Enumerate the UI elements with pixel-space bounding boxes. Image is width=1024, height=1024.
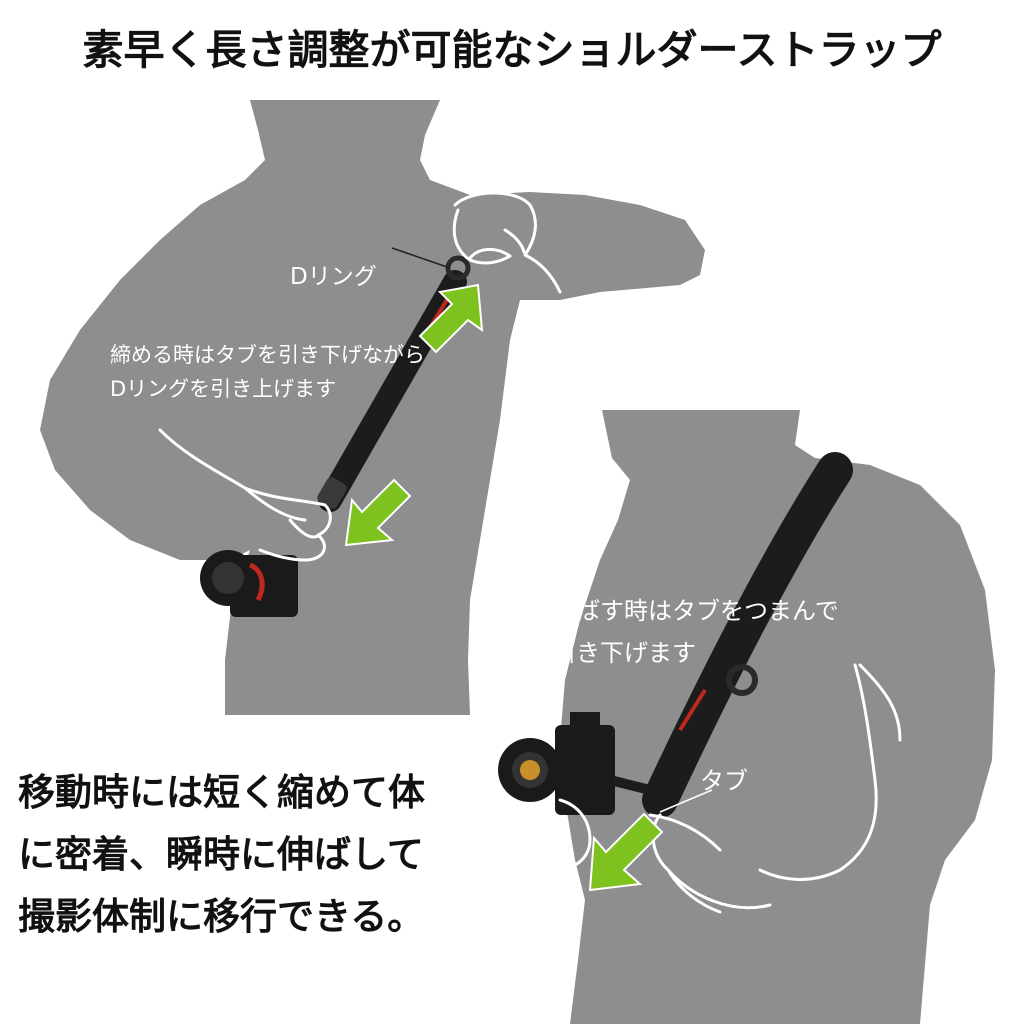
caption-block: 移動時には短く縮めて体 に密着、瞬時に伸ばして 撮影体制に移行できる。 xyxy=(18,762,425,948)
caption-line-1: 移動時には短く縮めて体 xyxy=(18,771,425,814)
arrow-down-icon xyxy=(344,478,412,547)
page-title: 素早く長さ調整が可能なショルダーストラップ xyxy=(82,26,942,74)
caption-line-2: に密着、瞬時に伸ばして xyxy=(18,833,424,876)
tighten-instruction-line2: Dリングを引き上げます xyxy=(110,377,337,401)
arrow-up-icon xyxy=(418,283,484,354)
person-silhouette-right xyxy=(560,410,995,1024)
hand-lower-outline xyxy=(158,428,332,562)
extend-instruction-line1: 伸ばす時はタブをつまんで xyxy=(552,597,839,625)
tighten-instruction-line1: 締める時はタブを引き下げながら xyxy=(110,343,425,367)
extend-instruction-line2: 引き下げます xyxy=(552,639,696,667)
camera-right xyxy=(498,712,615,815)
caption-line-3: 撮影体制に移行できる。 xyxy=(18,895,425,938)
hand-upper-outline xyxy=(452,191,562,294)
arrow-down-right-icon xyxy=(588,812,664,892)
camera-left xyxy=(200,550,298,617)
tab-label: タブ xyxy=(700,767,748,795)
strap-right xyxy=(608,452,853,818)
tab-pointer xyxy=(659,789,713,813)
d-ring-label: Dリング xyxy=(290,264,377,290)
d-ring-pointer xyxy=(391,247,451,269)
body-outline-right xyxy=(758,663,902,881)
